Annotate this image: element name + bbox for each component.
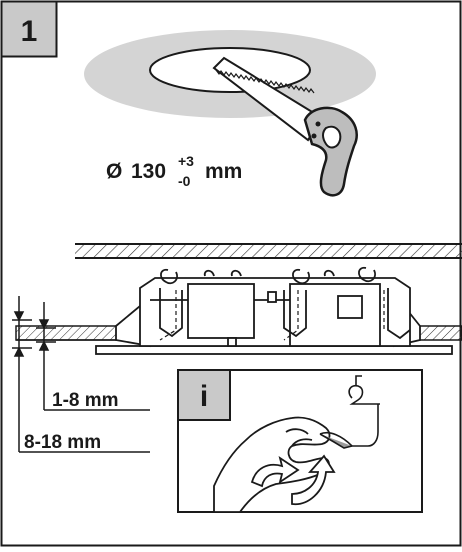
diameter-unit: mm [205, 160, 242, 183]
mounting-depth-label: 8-18 mm [24, 432, 101, 453]
panel-thickness-label: 1-8 mm [52, 390, 119, 411]
info-icon: i [200, 380, 208, 413]
spring-clip-icon [319, 375, 380, 449]
step-number: 1 [21, 15, 38, 48]
diameter-value: 130 [131, 160, 166, 183]
cutout-diameter-label: Ø 130 +3 -0 mm [106, 153, 242, 189]
luminaire-dashed-outline [159, 290, 385, 341]
diameter-symbol: Ø [106, 160, 122, 183]
tolerance-upper: +3 [178, 153, 194, 169]
rotate-arrows-icon [250, 454, 336, 505]
upper-ceiling [75, 243, 462, 259]
step-badge: 1 [0, 0, 58, 58]
dimension-lines [12, 296, 150, 453]
luminaire-housing [95, 266, 453, 355]
saw-icon [212, 56, 358, 197]
tolerance-lower: -0 [178, 173, 191, 189]
